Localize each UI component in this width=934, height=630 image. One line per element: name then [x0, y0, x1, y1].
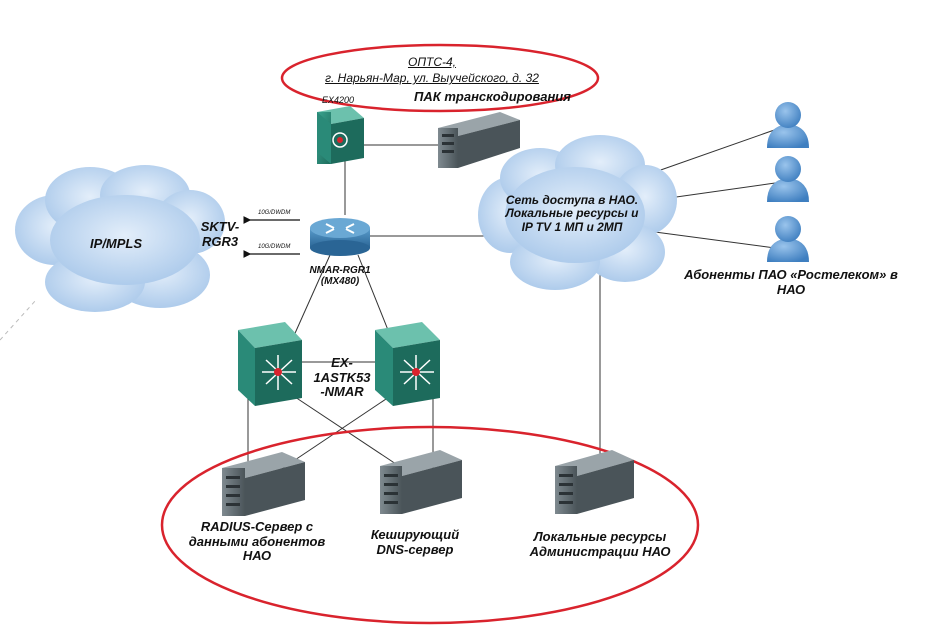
dashed-connector: [0, 299, 37, 341]
stack-line-2: 1ASTK53: [313, 369, 371, 385]
stack-label: EX- 1ASTK53 -NMAR: [305, 355, 379, 400]
dns-label: Кеширующий DNS-сервер: [360, 527, 470, 557]
link-router-stack-left: [291, 254, 331, 341]
access-line-1: Сеть доступа в НАО.: [505, 193, 639, 207]
user-icon-2: [767, 156, 809, 202]
servers-ellipse: [160, 425, 700, 625]
ipmpls-cloud: [15, 165, 225, 312]
ex4200-switch-icon: [317, 106, 364, 164]
link-access-user3: [654, 231, 776, 249]
uplink-arrows: [243, 216, 300, 258]
transcoder-server-icon: [438, 112, 520, 168]
dns-server-icon: [380, 450, 462, 514]
stack-switch-left-icon: [238, 322, 302, 406]
access-line-2: Локальные ресурсы и: [505, 206, 639, 221]
uplink-name-line-1: SKTV-: [200, 219, 240, 234]
uplink-name-label: SKTV- RGR3: [192, 219, 248, 249]
stack-line-3: -NMAR: [320, 384, 364, 400]
user-icon-3: [767, 216, 809, 262]
ex4200-label: EX4200: [322, 95, 355, 105]
location-line2: г. Нарьян-Мар, ул. Выучейского, д. 32: [325, 71, 539, 86]
access-cloud: [478, 135, 677, 290]
router-icon: [310, 218, 370, 256]
link-access-user1: [654, 127, 781, 173]
router-name: NMAR-RGR1: [309, 265, 371, 276]
local-resources-label: Локальные ресурсы Администрации НАО: [520, 529, 680, 559]
transcoding-label: ПАК транскодирования: [414, 89, 571, 104]
radius-line-1: RADIUS-Сервер с: [200, 519, 314, 534]
access-cloud-label: Сеть доступа в НАО. Локальные ресурсы и …: [492, 193, 652, 234]
local-line-2: Администрации НАО: [529, 543, 671, 559]
location-label: ОПТС-4, г. Нарьян-Мар, ул. Выучейского, …: [282, 55, 582, 86]
radius-line-2: данными абонентов: [188, 533, 326, 549]
local-line-1: Локальные ресурсы: [533, 529, 667, 544]
subscribers-line-2: НАО: [776, 281, 806, 297]
link-router-stack-right: [357, 254, 391, 336]
ipmpls-label: IP/MPLS: [90, 236, 143, 251]
link-tag-1: 10G/DWDM: [258, 210, 291, 216]
location-line1: ОПТС-4,: [407, 55, 457, 69]
router-model: (MX480): [320, 276, 360, 288]
subscribers-label: Абоненты ПАО «Ростелеком» в НАО: [676, 267, 906, 297]
radius-server-icon: [222, 452, 305, 516]
radius-label: RADIUS-Сервер с данными абонентов НАО: [182, 519, 332, 564]
access-line-3: IP TV 1 МП и 2МП: [521, 219, 623, 234]
opts-ellipse: [280, 43, 600, 113]
user-icon-1: [767, 102, 809, 148]
stack-switch-right-icon: [375, 322, 440, 406]
dns-line-1: Кеширующий: [370, 527, 460, 542]
link-tag-2: 10G/DWDM: [258, 244, 291, 250]
dns-line-2: DNS-сервер: [376, 541, 454, 557]
local-resources-server-icon: [555, 450, 634, 514]
radius-line-3: НАО: [242, 548, 272, 564]
router-label: NMAR-RGR1 (MX480): [300, 265, 380, 287]
subscribers-line-1: Абоненты ПАО «Ростелеком» в: [684, 267, 898, 282]
uplink-name-line-2: RGR3: [201, 233, 239, 249]
stack-line-1: EX-: [331, 355, 353, 370]
